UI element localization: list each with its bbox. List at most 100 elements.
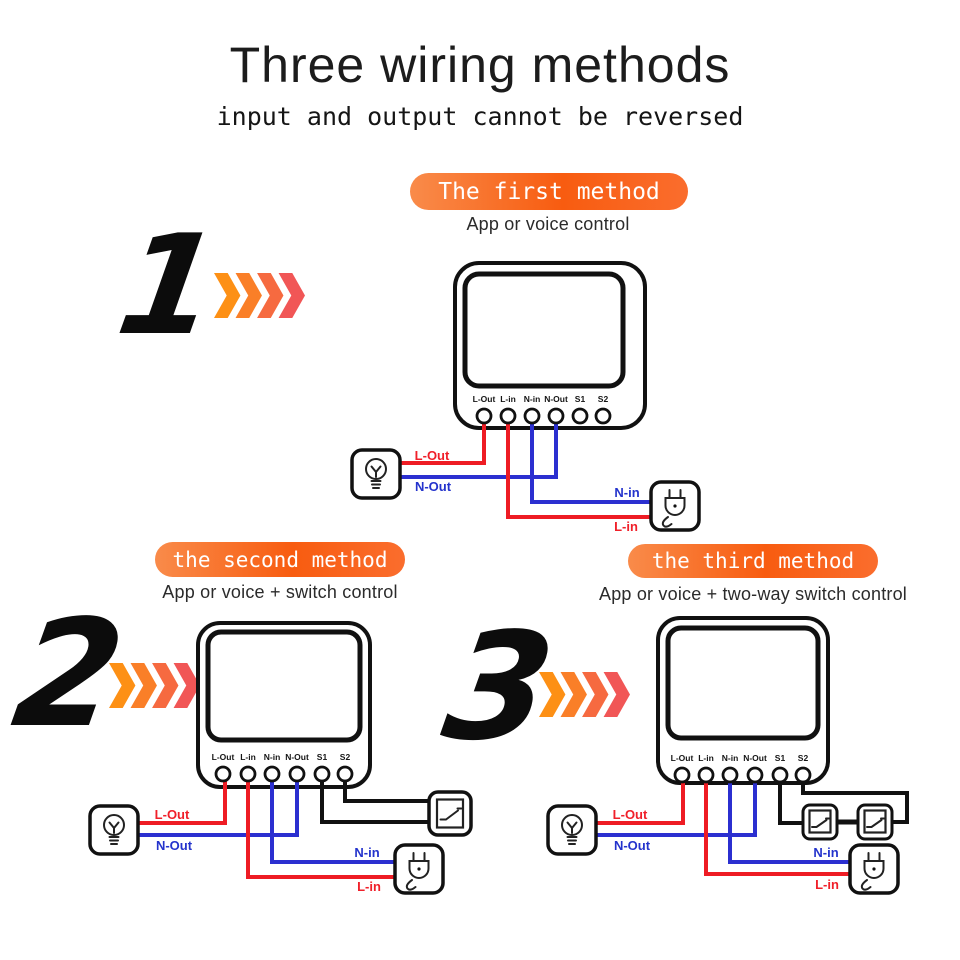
terminal [313,765,331,783]
chevron [109,663,136,708]
wall-switch-icon [801,803,839,841]
terminal [697,766,715,784]
terminal-label: L-Out [212,752,235,762]
terminal [771,766,789,784]
wire-n-in [270,774,397,864]
terminal [263,765,281,783]
terminal [214,765,232,783]
terminal-label: N-Out [544,394,568,404]
chevron [257,273,284,318]
light-bulb-icon [88,804,140,856]
device-screen [462,271,626,389]
light-bulb-icon [546,804,598,856]
terminal [523,407,541,425]
terminal [239,765,257,783]
terminal-label: L-in [240,752,256,762]
method-2-diagram: L-Out L-in N-in N-Out S1 S2 L-Out N-Out … [88,621,473,895]
wire-n-out [135,774,299,837]
device-screen [665,625,821,741]
wire-l-out [398,416,486,465]
wire-label-n-in: N-in [813,845,838,860]
chevron [235,273,262,318]
chevron [214,273,241,318]
terminal [336,765,354,783]
wire-l-out [135,774,227,825]
wire-l-out [593,775,685,825]
terminal [547,407,565,425]
wire-label-l-out: L-Out [613,807,648,822]
arrow-chevrons-icon [214,273,305,318]
terminal [746,766,764,784]
terminal [794,766,812,784]
power-plug-icon [393,843,445,895]
terminal [594,407,612,425]
chevron [152,663,179,708]
power-plug-icon [649,480,701,532]
wire-label-n-in: N-in [614,485,639,500]
terminal-label: L-Out [473,394,496,404]
terminal-label: N-in [524,394,541,404]
terminal-label: L-Out [671,753,694,763]
page-title: Three wiring methods [229,37,731,93]
terminal-label: S2 [798,753,809,763]
arrow-chevrons-icon [539,672,630,717]
method-1-badge: The first method [410,173,688,210]
arrow-chevrons-icon [109,663,200,708]
chevron [173,663,200,708]
terminal-label: N-Out [743,753,767,763]
chevron [130,663,157,708]
terminal-label: N-in [264,752,281,762]
terminal-label: S1 [575,394,586,404]
wire-label-l-in: L-in [357,879,381,894]
method-3-badge: the third method [628,544,878,578]
wire-l-in [246,774,397,879]
wire-n-out [398,416,558,479]
wire-s2 [343,774,431,803]
method-3-caption: App or voice + two-way switch control [598,584,908,604]
device-screen [205,629,363,743]
wire-s1 [778,775,804,825]
light-bulb-icon [350,448,402,500]
terminal-label: S2 [598,394,609,404]
chevron [539,672,566,717]
chevron [560,672,587,717]
terminal-label: S1 [775,753,786,763]
wire-n-in [728,775,852,864]
terminal [499,407,517,425]
wire-s2 [801,775,909,824]
wall-switch-icon [856,803,894,841]
terminal-label: S2 [340,752,351,762]
wall-switch-icon [427,790,473,837]
wire-label-l-out: L-Out [415,448,450,463]
wire-label-l-in: L-in [815,877,839,892]
chevron [582,672,609,717]
wire-n-in [530,416,653,504]
method-1-diagram: L-Out L-in N-in N-Out S1 S2 L-Out N-Out … [350,261,701,534]
method-2-caption: App or voice + switch control [162,582,398,602]
terminal-label: L-in [500,394,516,404]
method-2-badge: the second method [155,542,405,577]
wire-n-out [593,775,757,837]
terminal [721,766,739,784]
wire-label-n-out: N-Out [415,479,452,494]
method-3-diagram: L-Out L-in N-in N-Out S1 S2 L-Out N-Out … [546,616,909,895]
terminal-label: S1 [317,752,328,762]
wire-label-n-in: N-in [354,845,379,860]
terminal [288,765,306,783]
page-subtitle: input and output cannot be reversed [216,102,744,131]
power-plug-icon [848,843,900,895]
wire-label-n-out: N-Out [614,838,651,853]
terminal [571,407,589,425]
terminal-label: N-Out [285,752,309,762]
chevron [603,672,630,717]
wire-label-l-out: L-Out [155,807,190,822]
wire-label-l-in: L-in [614,519,638,534]
terminal-label: N-in [722,753,739,763]
wire-l-in [506,416,653,519]
wire-s1 [320,774,431,824]
wire-label-n-out: N-Out [156,838,193,853]
terminal-label: L-in [698,753,714,763]
terminal [673,766,691,784]
